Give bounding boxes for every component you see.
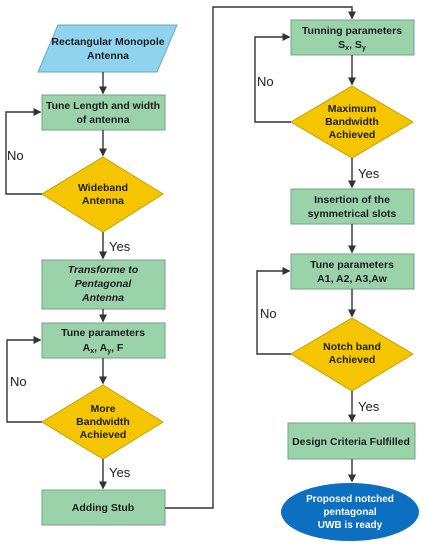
more-bw-line-3: Achieved (80, 429, 127, 441)
proposed-line-2: pentagonal (323, 507, 377, 518)
arrow-stub-to-tunning (165, 6, 356, 509)
tune-params-1-node: Tune parameters Ax, Ay, F (41, 322, 166, 359)
no-label-wideband: No (7, 148, 24, 163)
insertion-node: Insertion of the symmetrical slots (290, 188, 415, 225)
max-bandwidth-decision: Maximum Bandwidth Achieved (290, 85, 414, 159)
loop-more-bw-no (6, 336, 42, 423)
max-bw-line-2: Bandwidth (325, 116, 379, 128)
yes-label-wideband: Yes (109, 239, 131, 254)
adding-stub-node: Adding Stub (41, 489, 166, 526)
proposed-line-3: UWB is ready (318, 520, 383, 531)
loop-wideband-no (5, 108, 42, 195)
more-bw-line-2: Bandwidth (76, 416, 130, 428)
tune-length-line-1: Tune Length and width (46, 100, 160, 112)
transform-line-1: Transforme to (68, 264, 139, 276)
notch-line-2: Achieved (329, 354, 376, 366)
tunning-params-node: Tunning parameters Sx, Sy (290, 19, 415, 56)
wideband-line-1: Wideband (78, 182, 128, 194)
yes-label-more-bw: Yes (109, 465, 131, 480)
transform-line-2: Pentagonal (75, 278, 133, 290)
notch-line-1: Notch band (323, 341, 381, 353)
tunning-params-line-1: Tunning parameters (302, 25, 402, 37)
tune-params-1-line-2: Ax, Ay, F (83, 342, 124, 355)
design-criteria-label: Design Criteria Fulfilled (292, 436, 410, 448)
wideband-line-2: Antenna (82, 195, 124, 207)
transform-line-3: Antenna (81, 292, 124, 304)
more-bw-line-1: More (90, 403, 115, 415)
more-bandwidth-decision: More Bandwidth Achieved (41, 384, 164, 460)
wideband-decision: Wideband Antenna (41, 156, 164, 233)
tune-length-line-2: of antenna (76, 114, 129, 126)
max-bw-line-3: Achieved (329, 129, 376, 141)
insertion-line-2: symmetrical slots (308, 208, 397, 220)
no-label-max-bw: No (257, 74, 274, 89)
proposed-end-node: Proposed notched pentagonal UWB is ready (281, 483, 419, 541)
start-node: Rectangular Monopole Antenna (37, 24, 178, 73)
insertion-line-1: Insertion of the (314, 194, 390, 206)
max-bw-line-1: Maximum (328, 103, 376, 115)
yes-label-notch: Yes (358, 399, 380, 414)
transform-node: Transforme to Pentagonal Antenna (41, 259, 166, 310)
loop-notch-no (256, 267, 291, 355)
no-label-more-bw: No (10, 374, 27, 389)
adding-stub-label: Adding Stub (72, 502, 134, 514)
tune-params-2-line-1: Tune parameters (310, 259, 394, 271)
tunning-params-line-2: Sx, Sy (338, 39, 366, 52)
tune-params-1-line-1: Tune parameters (61, 327, 145, 339)
yes-label-max-bw: Yes (358, 166, 380, 181)
start-label-line-1: Rectangular Monopole (51, 36, 164, 48)
proposed-line-1: Proposed notched (306, 494, 394, 505)
no-label-notch: No (260, 306, 277, 321)
tune-params-2-line-2: A1, A2, A3,Aw (317, 273, 387, 285)
design-criteria-node: Design Criteria Fulfilled (287, 422, 416, 460)
loop-max-bw-no (254, 33, 291, 123)
start-label-line-2: Antenna (87, 50, 129, 62)
tune-length-node: Tune Length and width of antenna (41, 94, 166, 131)
notch-band-decision: Notch band Achieved (290, 317, 414, 392)
tune-params-2-node: Tune parameters A1, A2, A3,Aw (290, 253, 415, 290)
